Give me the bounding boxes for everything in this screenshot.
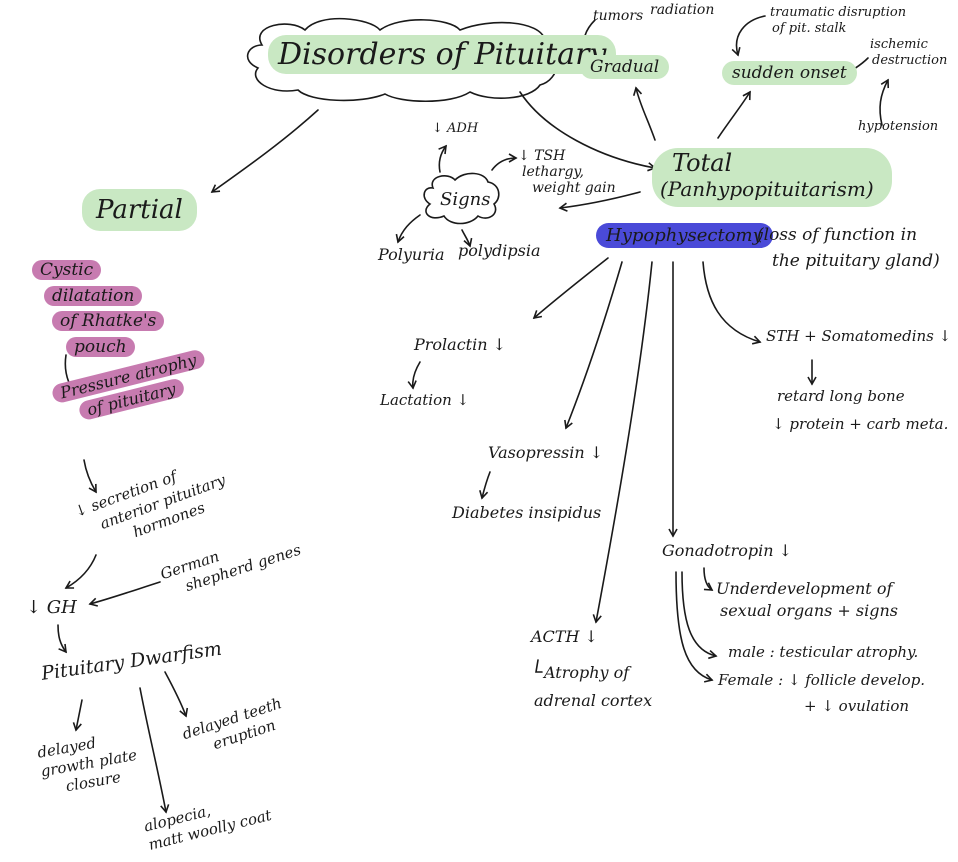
effect-diabetes: Diabetes insipidus bbox=[452, 503, 602, 522]
sign-adh: ↓ ADH bbox=[432, 121, 479, 136]
arrow-traumatic-to-sudden bbox=[731, 15, 766, 57]
arrow-total-to-gradual bbox=[632, 86, 656, 141]
effect-under-1: Underdevelopment of bbox=[716, 579, 893, 598]
cystic-line-3: of Rhatke's bbox=[52, 311, 165, 331]
effect-under-2: sexual organs + signs bbox=[720, 601, 898, 620]
arrow-hypo-to-vasopressin bbox=[564, 261, 623, 430]
effect-protein: ↓ protein + carb meta. bbox=[772, 415, 949, 433]
hypophysectomy-def-2: the pituitary gland) bbox=[772, 251, 940, 271]
arrow-hypo-to-sth bbox=[702, 261, 762, 345]
onset-gradual: Gradual bbox=[580, 55, 670, 79]
hypophysectomy-node: Hypophysectomy bbox=[596, 223, 773, 248]
arrow-total-to-signs bbox=[558, 191, 641, 212]
map-title-text: Disorders of Pituitary bbox=[268, 35, 617, 74]
arrow-gonado-to-under bbox=[703, 567, 714, 591]
effect-female-2: + ↓ ovulation bbox=[804, 697, 910, 715]
total-node: Total (Panhypopituitarism) bbox=[652, 148, 892, 207]
arrow-gonado-to-male bbox=[681, 571, 718, 660]
hypophysectomy-def-1: (loss of function in bbox=[757, 225, 918, 245]
cause-hypotension: hypotension bbox=[858, 119, 939, 134]
sign-weight-gain: weight gain bbox=[532, 180, 616, 196]
cystic-line-1: Cystic bbox=[32, 260, 102, 280]
cause-traumatic-1: traumatic disruption bbox=[770, 5, 907, 20]
arrow-gonado-to-female bbox=[675, 571, 714, 683]
map-title: Disorders of Pituitary bbox=[268, 35, 617, 74]
total-label: Total bbox=[672, 149, 733, 177]
sign-tsh: ↓ TSH bbox=[518, 148, 566, 164]
arrow-secretion-to-gh bbox=[64, 554, 97, 589]
effect-gonadotropin: Gonadotropin ↓ bbox=[662, 541, 792, 560]
cause-tumors: tumors bbox=[593, 8, 644, 24]
partial-label: Partial bbox=[82, 189, 197, 231]
partial-node: Partial bbox=[82, 189, 197, 231]
effect-female-1: Female : ↓ follicle develop. bbox=[718, 671, 926, 689]
arrow-gh-to-dwarfism bbox=[57, 624, 67, 654]
signs-cloud-outline bbox=[423, 172, 500, 225]
effect-sth: STH + Somatomedins ↓ bbox=[766, 327, 952, 345]
effect-acth-atrophy-2: adrenal cortex bbox=[534, 691, 653, 710]
effect-vasopressin: Vasopressin ↓ bbox=[488, 443, 604, 462]
effect-acth-atrophy-1: Atrophy of bbox=[544, 663, 630, 682]
arrow-title-to-partial bbox=[210, 109, 319, 193]
hypophysectomy-text: Hypophysectomy bbox=[596, 223, 773, 248]
total-sublabel: (Panhypopituitarism) bbox=[660, 176, 874, 201]
arrow-hypotension-to-ischemic bbox=[879, 78, 890, 126]
title-cloud-outline bbox=[246, 17, 559, 103]
arrow-signs-to-tsh bbox=[491, 153, 518, 171]
sign-polydipsia: polydipsia bbox=[458, 241, 541, 260]
cause-ischemic-2: destruction bbox=[872, 53, 948, 68]
sign-polyuria: Polyuria bbox=[378, 245, 445, 264]
onset-sudden: sudden onset bbox=[722, 61, 857, 85]
arrow-dwarfism-to-growth bbox=[72, 699, 83, 732]
cystic-line-4: pouch bbox=[66, 336, 135, 357]
onset-gradual-text: Gradual bbox=[580, 55, 670, 79]
arrow-signs-to-polydipsia bbox=[461, 229, 473, 248]
arrow-dwarfism-to-teeth bbox=[164, 671, 189, 718]
cystic-block: Cystic dilatation of Rhatke's pouch bbox=[32, 258, 165, 360]
cause-ischemic-1: ischemic bbox=[870, 37, 928, 52]
cause-radiation: radiation bbox=[650, 2, 715, 18]
effect-acth: ACTH ↓ bbox=[531, 627, 598, 646]
effect-male: male : testicular atrophy. bbox=[728, 643, 919, 661]
arrow-total-to-sudden bbox=[717, 90, 751, 139]
arrow-german-to-gh bbox=[88, 581, 161, 607]
arrow-signs-to-adh bbox=[438, 144, 447, 173]
arrow-signs-to-polyuria bbox=[395, 214, 421, 244]
arrow-hypo-to-prolactin bbox=[532, 257, 609, 320]
cystic-line-2: dilatation bbox=[44, 285, 143, 306]
sign-lethargy: lethargy, bbox=[522, 164, 584, 180]
onset-sudden-text: sudden onset bbox=[722, 61, 857, 85]
line-acth-to-atrophy bbox=[535, 659, 543, 673]
effect-prolactin: Prolactin ↓ bbox=[414, 335, 507, 354]
gh-node: ↓ GH bbox=[26, 597, 77, 618]
cause-traumatic-2: of pit. stalk bbox=[772, 21, 847, 36]
arrow-hypo-to-acth bbox=[592, 261, 653, 624]
effect-lactation: Lactation ↓ bbox=[380, 391, 470, 409]
arrow-vasopressin-to-diabetes bbox=[479, 471, 491, 500]
effect-retard: retard long bone bbox=[777, 387, 905, 405]
arrow-prolactin-to-lactation bbox=[407, 361, 421, 390]
arrow-pressure-to-secretion bbox=[83, 459, 97, 494]
signs-label: Signs bbox=[440, 189, 491, 210]
arrow-title-to-total bbox=[519, 91, 657, 172]
arrow-dwarfism-to-alopecia bbox=[139, 687, 170, 814]
